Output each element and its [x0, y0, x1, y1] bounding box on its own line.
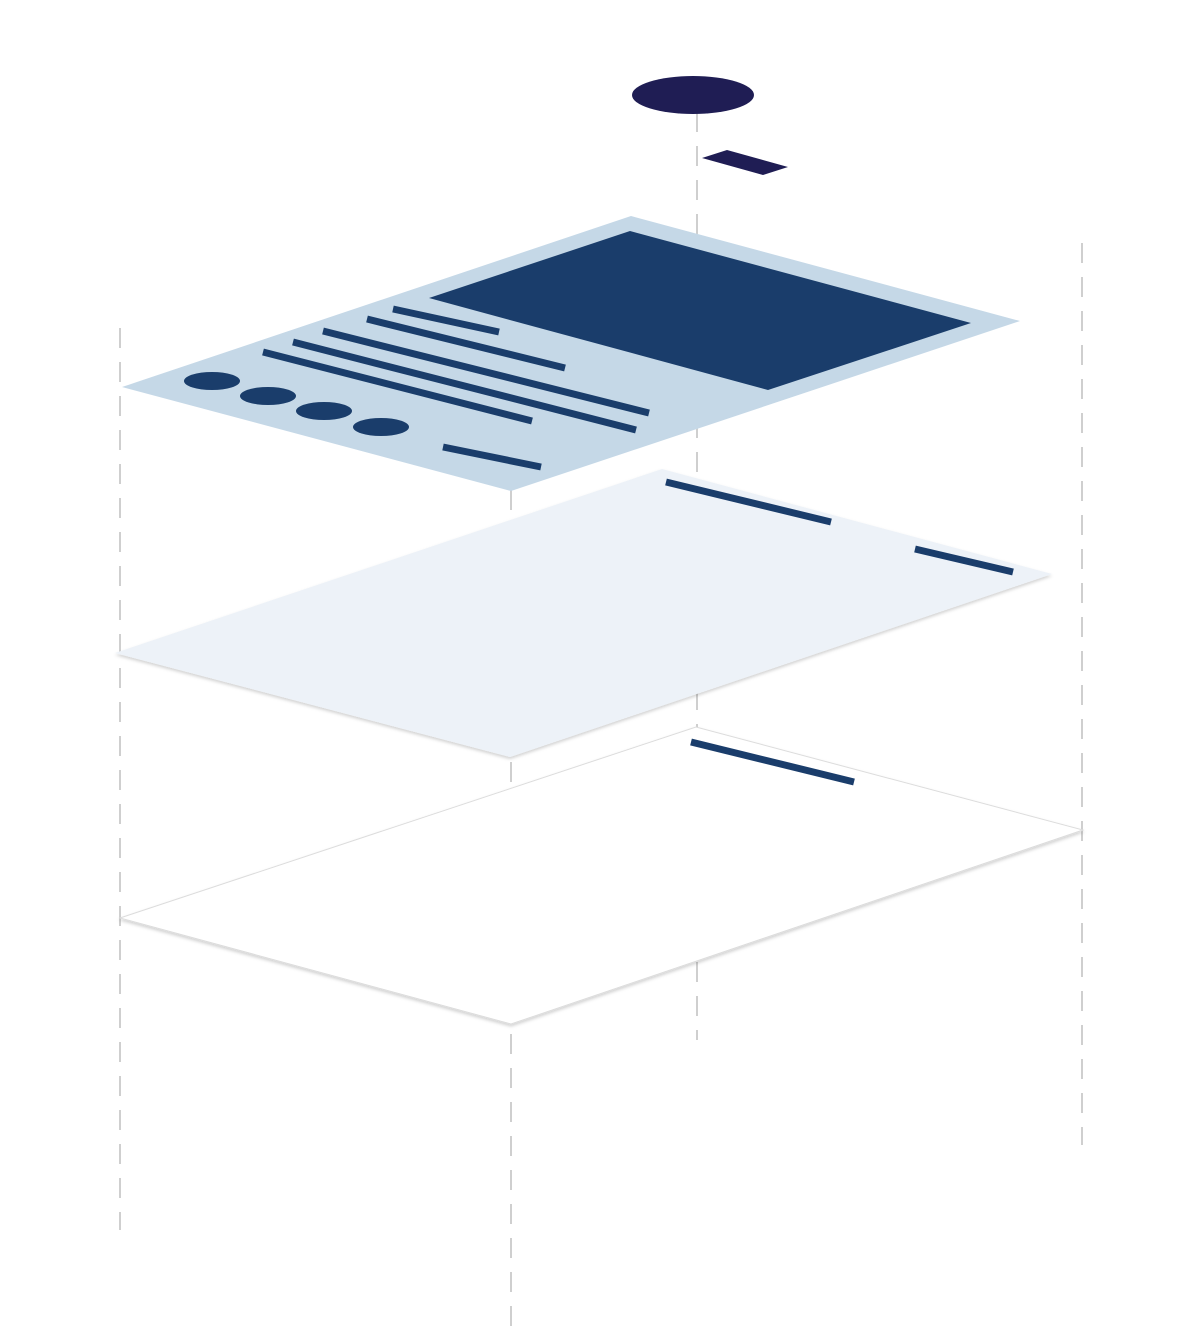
- background-layer-plane: [115, 469, 1052, 757]
- text-line: [366, 315, 566, 372]
- floating-label-block: [702, 150, 788, 175]
- text-line: [292, 338, 637, 434]
- hero-image-block: [429, 231, 971, 390]
- base-layer: [118, 726, 1085, 1025]
- dot-icon: [296, 402, 352, 420]
- base-layer-bar: [690, 738, 855, 786]
- text-line: [392, 305, 500, 336]
- dot-icon: [240, 387, 296, 405]
- text-line: [322, 327, 650, 417]
- button-bar: [442, 443, 542, 471]
- dot-icon: [353, 418, 409, 436]
- background-layer-bar: [665, 478, 832, 526]
- dot-icon: [184, 372, 240, 390]
- text-line: [262, 348, 533, 425]
- content-layer: [122, 216, 1020, 491]
- base-layer-plane: [118, 726, 1085, 1025]
- background-layer-bar: [914, 545, 1014, 576]
- floating-avatar-icon: [632, 76, 754, 114]
- background-layer: [115, 469, 1052, 757]
